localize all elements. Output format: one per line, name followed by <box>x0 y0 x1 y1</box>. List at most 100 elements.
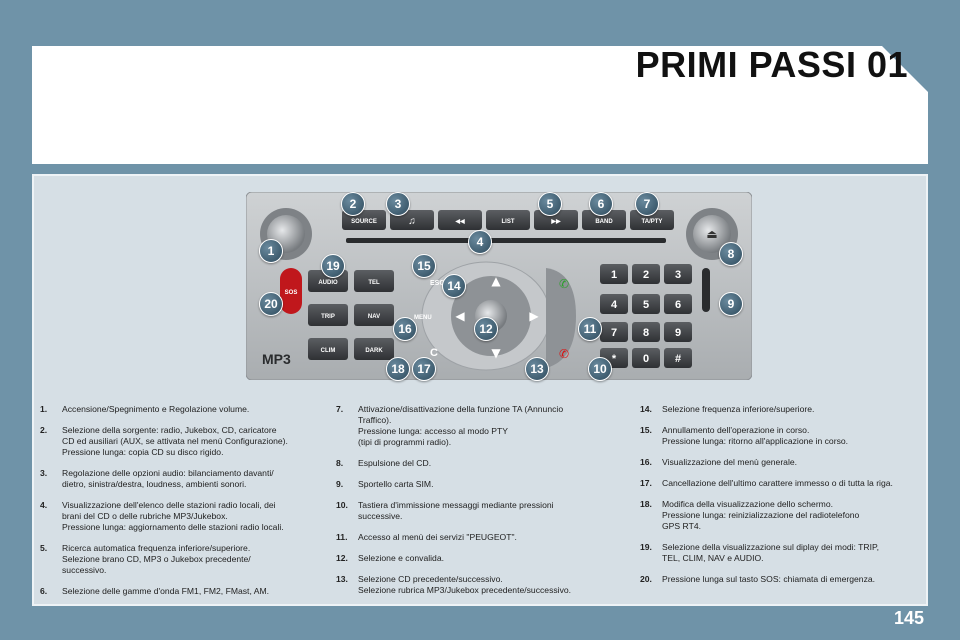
callout-9: 9 <box>719 292 743 316</box>
legend-item-number: 17. <box>640 478 652 488</box>
legend-column-1: 1. Accensione/Spegnimento e Regolazione v… <box>40 404 320 607</box>
legend-column-2: 7. Attivazione/disattivazione della funzi… <box>336 404 616 606</box>
svg-text:SOS: SOS <box>285 290 298 296</box>
legend-item: 1. Accensione/Spegnimento e Regolazione v… <box>40 404 320 415</box>
svg-text:CLIM: CLIM <box>321 348 336 354</box>
legend-item-number: 12. <box>336 553 348 563</box>
svg-text:AUDIO: AUDIO <box>318 280 338 286</box>
legend-item-text: Selezione CD precedente/successivo. Sele… <box>358 574 572 595</box>
legend-item-text: Selezione della visualizzazione sul dipl… <box>662 542 880 563</box>
legend-item-text: Selezione delle gamme d'onda FM1, FM2, F… <box>62 586 270 596</box>
legend-item: 17. Cancellazione dell'ultimo carattere i… <box>640 478 930 489</box>
legend-item-text: Attivazione/disattivazione della funzion… <box>358 404 564 447</box>
legend-item-text: Visualizzazione del menù generale. <box>662 457 798 467</box>
legend-item-number: 4. <box>40 500 48 510</box>
callout-2: 2 <box>341 192 365 216</box>
callout-4: 4 <box>468 230 492 254</box>
legend-item-text: Sportello carta SIM. <box>358 479 434 489</box>
svg-text:TEL: TEL <box>368 280 380 286</box>
callout-16: 16 <box>393 317 417 341</box>
legend-item-number: 19. <box>640 542 652 552</box>
callout-18: 18 <box>386 357 410 381</box>
legend-item: 9. Sportello carta SIM. <box>336 479 616 490</box>
legend-item: 10. Tastiera d'immissione messaggi median… <box>336 500 616 522</box>
legend-item-number: 11. <box>336 532 348 542</box>
callout-8: 8 <box>719 242 743 266</box>
callout-14: 14 <box>442 274 466 298</box>
legend-item: 12. Selezione e convalida. <box>336 553 616 564</box>
legend-item-number: 20. <box>640 574 652 584</box>
legend-item-number: 14. <box>640 404 652 414</box>
legend-item-text: Selezione frequenza inferiore/superiore. <box>662 404 815 414</box>
svg-text:4: 4 <box>611 299 618 311</box>
svg-text:MENU: MENU <box>414 315 432 321</box>
legend-item-text: Selezione e convalida. <box>358 553 444 563</box>
legend-item-text: Tastiera d'immissione messaggi mediante … <box>358 500 554 521</box>
legend-item: 19. Selezione della visualizzazione sul d… <box>640 542 930 564</box>
svg-text:*: * <box>612 353 617 365</box>
callout-1: 1 <box>259 239 283 263</box>
btn-source-label: SOURCE <box>351 219 377 225</box>
svg-text:9: 9 <box>675 327 681 339</box>
legend-column-3: 14. Selezione frequenza inferiore/superio… <box>640 404 930 595</box>
svg-text:MP3: MP3 <box>262 351 291 367</box>
legend-item-text: Espulsione del CD. <box>358 458 432 468</box>
legend-item-number: 3. <box>40 468 48 478</box>
legend-item-number: 7. <box>336 404 344 414</box>
svg-text:♫: ♫ <box>408 216 416 227</box>
svg-text:▼: ▼ <box>491 346 501 360</box>
legend-item: 15.Annullamento dell'operazione in corso… <box>640 425 930 447</box>
svg-text:#: # <box>675 353 681 365</box>
svg-text:2: 2 <box>643 269 649 281</box>
svg-text:3: 3 <box>675 269 681 281</box>
callout-10: 10 <box>588 357 612 381</box>
legend-item-text: Pressione lunga sul tasto SOS: chiamata … <box>662 574 876 584</box>
legend-item: 4. Visualizzazione dell'elenco delle staz… <box>40 500 320 533</box>
svg-text:6: 6 <box>675 299 681 311</box>
legend-item: 6.Selezione delle gamme d'onda FM1, FM2,… <box>40 586 320 597</box>
legend-item: 20. Pressione lunga sul tasto SOS: chiama… <box>640 574 930 585</box>
legend-item-text: Accensione/Spegnimento e Regolazione vol… <box>62 404 250 414</box>
svg-text:BAND: BAND <box>595 219 613 225</box>
legend-item-text: Selezione della sorgente: radio, Jukebox… <box>62 425 288 457</box>
legend-item-number: 15. <box>640 425 652 435</box>
callout-7: 7 <box>635 192 659 216</box>
radio-illustration: ⏏ SOURCE ♫ ◀◀ LIST ▶▶ BAND TA/PTY SOS AU… <box>246 192 752 380</box>
header-panel <box>32 46 928 164</box>
svg-text:◀: ◀ <box>455 309 465 323</box>
legend-item-number: 10. <box>336 500 348 510</box>
callout-11: 11 <box>578 317 602 341</box>
legend-item-text: Regolazione delle opzioni audio: bilanci… <box>62 468 274 489</box>
svg-text:◀◀: ◀◀ <box>454 218 465 225</box>
page-title: PRIMI PASSI 01 <box>635 44 908 85</box>
legend-item-text: Cancellazione dell'ultimo carattere imme… <box>662 478 893 488</box>
callout-17: 17 <box>412 357 436 381</box>
svg-text:▶▶: ▶▶ <box>550 218 561 225</box>
callout-20: 20 <box>259 292 283 316</box>
legend-item-number: 1. <box>40 404 48 414</box>
svg-text:LIST: LIST <box>502 219 515 225</box>
legend: 1. Accensione/Spegnimento e Regolazione v… <box>40 404 920 604</box>
legend-item: 18.Modifica della visualizzazione dello … <box>640 499 930 532</box>
page-number: 145 <box>893 608 924 628</box>
svg-text:DARK: DARK <box>365 348 383 354</box>
svg-text:TRIP: TRIP <box>321 314 335 320</box>
callout-5: 5 <box>538 192 562 216</box>
svg-text:C: C <box>430 347 438 359</box>
svg-text:▲: ▲ <box>491 274 501 288</box>
legend-item-number: 18. <box>640 499 652 509</box>
callout-3: 3 <box>386 192 410 216</box>
legend-item: 14. Selezione frequenza inferiore/superio… <box>640 404 930 415</box>
legend-item-text: Visualizzazione dell'elenco delle stazio… <box>62 500 284 532</box>
legend-item-number: 16. <box>640 457 652 467</box>
svg-text:▶: ▶ <box>529 309 539 323</box>
svg-text:ESC: ESC <box>430 280 444 287</box>
legend-item-text: Ricerca automatica frequenza inferiore/s… <box>62 543 251 575</box>
callout-19: 19 <box>321 254 345 278</box>
legend-item: 16. Visualizzazione del menù generale. <box>640 457 930 468</box>
svg-text:1: 1 <box>611 269 617 281</box>
legend-item-text: Accesso al menù dei servizi "PEUGEOT". <box>358 532 517 542</box>
legend-item-number: 9. <box>336 479 344 489</box>
radio-diagram: ⏏ SOURCE ♫ ◀◀ LIST ▶▶ BAND TA/PTY SOS AU… <box>246 192 752 381</box>
legend-item: 5.Ricerca automatica frequenza inferiore… <box>40 543 320 576</box>
